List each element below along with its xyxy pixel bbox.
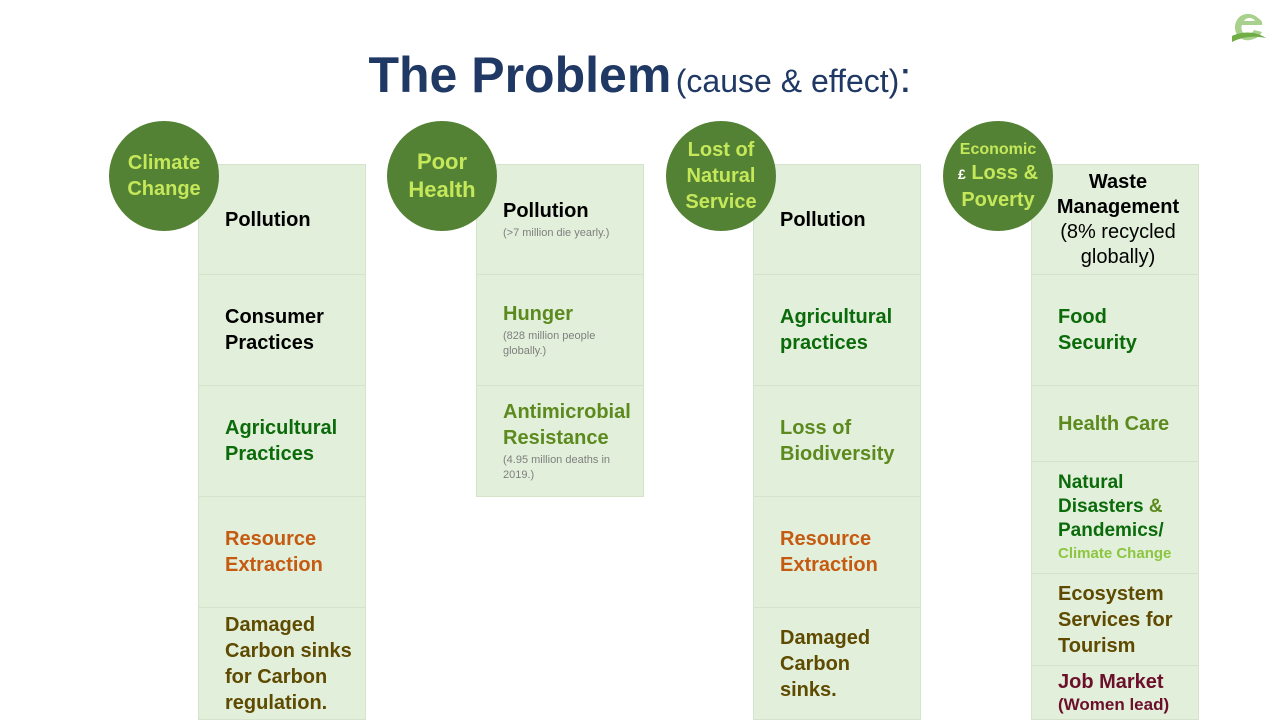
cause-cell: Damaged Carbon sinks for Carbon regulati… [198, 608, 366, 720]
cause-note: (4.95 million deaths in 2019.) [503, 454, 611, 481]
cause-label-detail: (Women lead) [1058, 694, 1170, 714]
circle-line: Poverty [961, 188, 1035, 211]
cause-cell: Antimicrobial Resistance (4.95 million d… [476, 386, 644, 497]
cause-cell: Agricultural Practices [198, 386, 366, 497]
cause-label: Job Market [1058, 670, 1164, 693]
cause-label: Hunger [503, 303, 573, 325]
cause-label: Antimicrobial Resistance [503, 401, 631, 449]
cause-label: Resource Extraction [780, 528, 878, 576]
column-economic-loss: Waste Management (8% recycled globally) … [1031, 164, 1199, 720]
cause-label-detail: (8% recycled globally) [1060, 220, 1176, 268]
page-title: The Problem (cause & effect): [0, 46, 1280, 104]
cause-label: Pollution [780, 208, 866, 231]
circle-economic-loss: Economic £ Loss & Poverty [943, 121, 1053, 231]
cause-label: Ecosystem Services for Tourism [1058, 582, 1173, 657]
cause-cell: Loss of Biodiversity [753, 386, 921, 497]
cause-cell: Damaged Carbon sinks. [753, 608, 921, 720]
cause-label: Food Security [1058, 306, 1137, 354]
circle-line: Poor [416, 149, 468, 174]
circle-line: Economic [959, 140, 1037, 158]
pound-symbol: £ [957, 165, 966, 182]
cause-cell: Pollution [753, 164, 921, 275]
cause-cell: Pollution [198, 164, 366, 275]
circle-poor-health: Poor Health [387, 121, 497, 231]
cause-label: Damaged Carbon sinks for Carbon regulati… [225, 613, 352, 714]
company-logo-icon [1232, 13, 1266, 42]
cause-label-amp: & [1148, 495, 1163, 517]
cause-note: (>7 million die yearly.) [503, 227, 610, 239]
column-poor-health: Pollution (>7 million die yearly.) Hunge… [476, 164, 644, 497]
cause-label: Health Care [1058, 412, 1170, 435]
title-colon: : [899, 53, 912, 102]
cause-label: Loss of Biodiversity [780, 417, 895, 465]
cause-cell: Food Security [1031, 275, 1199, 386]
circle-line: Service [685, 191, 757, 213]
circle-climate-change: Climate Change [109, 121, 219, 231]
cause-label: Agricultural Practices [225, 417, 338, 465]
cause-label: Resource Extraction [225, 528, 323, 576]
cause-label: Waste Management [1056, 170, 1180, 218]
title-subtitle: (cause & effect) [675, 63, 900, 99]
cause-note: (828 million people globally.) [503, 330, 596, 357]
cause-label: Natural Disasters [1058, 471, 1144, 517]
title-main: The Problem [368, 47, 672, 103]
cause-cell: Resource Extraction [198, 497, 366, 608]
cause-cell: Hunger (828 million people globally.) [476, 275, 644, 386]
cause-cell: Pollution (>7 million die yearly.) [476, 164, 644, 275]
cause-cell: Job Market (Women lead) [1031, 666, 1199, 720]
cause-label: Agricultural practices [780, 306, 893, 354]
column-lost-natural-service: Pollution Agricultural practices Loss of… [753, 164, 921, 720]
cause-cell: Natural Disasters & Pandemics/ Climate C… [1031, 462, 1199, 574]
cause-cell: Agricultural practices [753, 275, 921, 386]
cause-label: Damaged Carbon sinks. [780, 626, 871, 701]
cause-label-detail: Pandemics/ [1058, 519, 1164, 541]
cause-cell: Waste Management (8% recycled globally) [1031, 164, 1199, 275]
circle-line: Natural [686, 165, 756, 187]
circle-lost-natural-service: Lost of Natural Service [666, 121, 776, 231]
circle-line: Climate [127, 152, 201, 174]
cause-cell: Ecosystem Services for Tourism [1031, 574, 1199, 666]
cause-cell: Consumer Practices [198, 275, 366, 386]
cause-label-detail: Climate Change [1058, 544, 1172, 562]
circle-line: Change [127, 178, 201, 200]
cause-cell: Resource Extraction [753, 497, 921, 608]
circle-line: Health [408, 177, 476, 202]
column-climate-change: Pollution Consumer Practices Agricultura… [198, 164, 366, 720]
cause-label: Pollution [225, 208, 311, 231]
circle-line: Lost of [687, 139, 755, 161]
circle-line: Loss & [971, 161, 1039, 184]
cause-label: Pollution [503, 200, 589, 222]
cause-label: Consumer Practices [225, 306, 324, 354]
cause-cell: Health Care [1031, 386, 1199, 462]
